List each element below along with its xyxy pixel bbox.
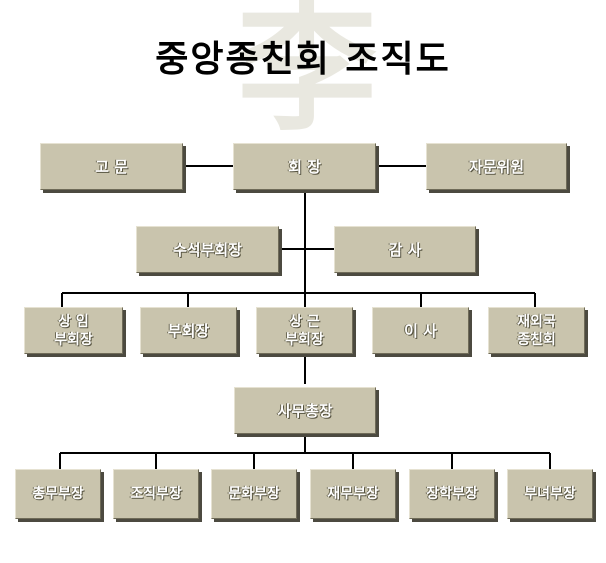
node-standing-vp: 상 임 부회장 bbox=[24, 307, 123, 354]
node-senior-vp-label: 수석부회장 bbox=[172, 240, 242, 259]
node-directors-label: 이 사 bbox=[404, 321, 437, 340]
node-vp-label: 부회장 bbox=[167, 321, 210, 340]
node-consultants: 자문위원 bbox=[426, 143, 567, 190]
node-resident-vp: 상 근 부회장 bbox=[256, 307, 353, 354]
node-auditor-label: 감 사 bbox=[388, 240, 422, 259]
node-advisor: 고 문 bbox=[40, 143, 183, 190]
node-senior-vp: 수석부회장 bbox=[136, 226, 279, 273]
node-dept-scholarship: 장학부장 bbox=[409, 469, 495, 519]
node-resident-vp-line2: 부회장 bbox=[285, 331, 324, 348]
node-secretary-general-label: 사무총장 bbox=[277, 401, 333, 420]
node-overseas: 재외국 종친회 bbox=[488, 307, 585, 354]
node-dept-label: 문화부장 bbox=[228, 486, 280, 502]
node-dept-label: 부녀부장 bbox=[524, 486, 576, 502]
node-secretary-general: 사무총장 bbox=[234, 387, 376, 434]
node-dept-label: 조직부장 bbox=[130, 486, 182, 502]
node-president: 회 장 bbox=[233, 143, 376, 190]
node-vp: 부회장 bbox=[140, 307, 237, 354]
chart-title: 중앙종친회 조직도 bbox=[155, 39, 451, 80]
node-dept-label: 재무부장 bbox=[327, 486, 379, 502]
node-consultants-label: 자문위원 bbox=[468, 157, 525, 176]
node-president-label: 회 장 bbox=[288, 157, 321, 176]
node-dept-general-affairs: 총무부장 bbox=[15, 469, 101, 519]
node-auditor: 감 사 bbox=[334, 226, 476, 273]
node-standing-vp-line1: 상 임 bbox=[58, 313, 89, 330]
node-dept-label: 총무부장 bbox=[32, 486, 84, 502]
node-standing-vp-line2: 부회장 bbox=[54, 331, 93, 348]
node-advisor-label: 고 문 bbox=[95, 157, 128, 176]
node-dept-organization: 조직부장 bbox=[113, 469, 199, 519]
node-dept-finance: 재무부장 bbox=[310, 469, 396, 519]
node-dept-label: 장학부장 bbox=[426, 486, 478, 502]
node-overseas-line1: 재외국 bbox=[517, 313, 556, 330]
node-overseas-line2: 종친회 bbox=[517, 331, 556, 348]
watermark-glyph: 李 bbox=[236, 0, 377, 151]
node-dept-womens: 부녀부장 bbox=[507, 469, 593, 519]
node-resident-vp-line1: 상 근 bbox=[289, 313, 320, 330]
node-dept-culture: 문화부장 bbox=[211, 469, 297, 519]
node-directors: 이 사 bbox=[372, 307, 469, 354]
